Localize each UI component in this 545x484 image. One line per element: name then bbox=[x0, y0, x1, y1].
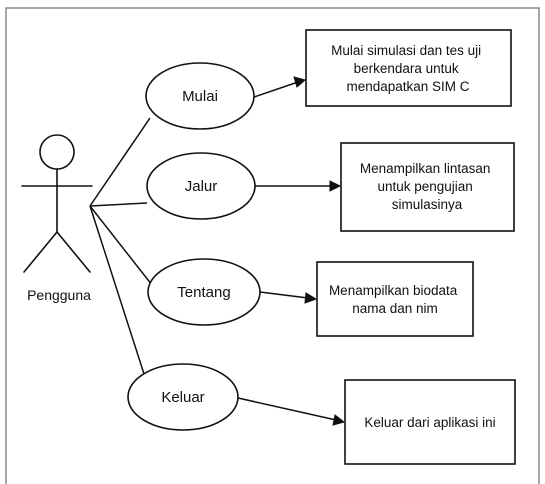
use-case-tentang: Tentang bbox=[147, 258, 261, 326]
result-line: berkendara untuk bbox=[354, 61, 459, 76]
arrow-keluar bbox=[237, 397, 337, 421]
association-jalur bbox=[89, 202, 148, 207]
use-case-label: Mulai bbox=[182, 88, 218, 105]
arrowhead-keluar bbox=[332, 414, 346, 426]
use-case-label: Keluar bbox=[161, 389, 204, 406]
result-line: Menampilkan lintasan bbox=[360, 161, 491, 176]
result-box bbox=[340, 142, 515, 232]
actor-pengguna: Pengguna bbox=[21, 134, 93, 303]
arrowhead-jalur bbox=[329, 180, 342, 192]
use-case-keluar: Keluar bbox=[127, 363, 239, 431]
association-tentang bbox=[89, 205, 153, 286]
result-line: nama dan nim bbox=[352, 301, 438, 316]
use-case-ellipse bbox=[145, 62, 255, 130]
actor-right-leg bbox=[56, 231, 91, 273]
result-text: Menampilkan lintasan untuk pengujian sim… bbox=[360, 161, 494, 212]
actor-head bbox=[39, 134, 75, 170]
association-keluar bbox=[89, 205, 146, 378]
use-case-ellipse bbox=[127, 363, 239, 431]
use-case-jalur: Jalur bbox=[146, 152, 256, 220]
actor-label: Pengguna bbox=[27, 287, 91, 303]
arrowhead-tentang bbox=[304, 292, 318, 304]
result-text: Menampilkan biodata nama dan nim bbox=[329, 283, 461, 316]
result-line: simulasinya bbox=[392, 197, 463, 212]
result-box-keluar: Keluar dari aplikasi ini bbox=[344, 379, 516, 465]
result-line: mendapatkan SIM C bbox=[346, 79, 469, 94]
result-text: Mulai simulasi dan tes uji berkendara un… bbox=[331, 43, 485, 94]
result-line: Keluar dari aplikasi ini bbox=[364, 415, 495, 430]
actor-left-leg bbox=[23, 231, 58, 273]
diagram-frame bbox=[5, 7, 540, 484]
use-case-label: Jalur bbox=[185, 178, 218, 195]
use-case-mulai: Mulai bbox=[145, 62, 255, 130]
result-box-jalur: Menampilkan lintasan untuk pengujian sim… bbox=[340, 142, 515, 232]
arrowhead-mulai bbox=[293, 76, 307, 88]
result-box-mulai: Mulai simulasi dan tes uji berkendara un… bbox=[305, 29, 512, 107]
arrow-mulai bbox=[253, 81, 299, 98]
association-mulai bbox=[89, 117, 151, 207]
result-line: Menampilkan biodata bbox=[329, 283, 458, 298]
result-box bbox=[344, 379, 516, 465]
use-case-label: Tentang bbox=[177, 284, 230, 301]
result-line: Mulai simulasi dan tes uji bbox=[331, 43, 481, 58]
result-box bbox=[316, 261, 474, 337]
arrow-tentang bbox=[259, 291, 309, 299]
result-box bbox=[305, 29, 512, 107]
result-line: untuk pengujian bbox=[377, 179, 472, 194]
result-text: Keluar dari aplikasi ini bbox=[364, 415, 495, 430]
result-box-tentang: Menampilkan biodata nama dan nim bbox=[316, 261, 474, 337]
